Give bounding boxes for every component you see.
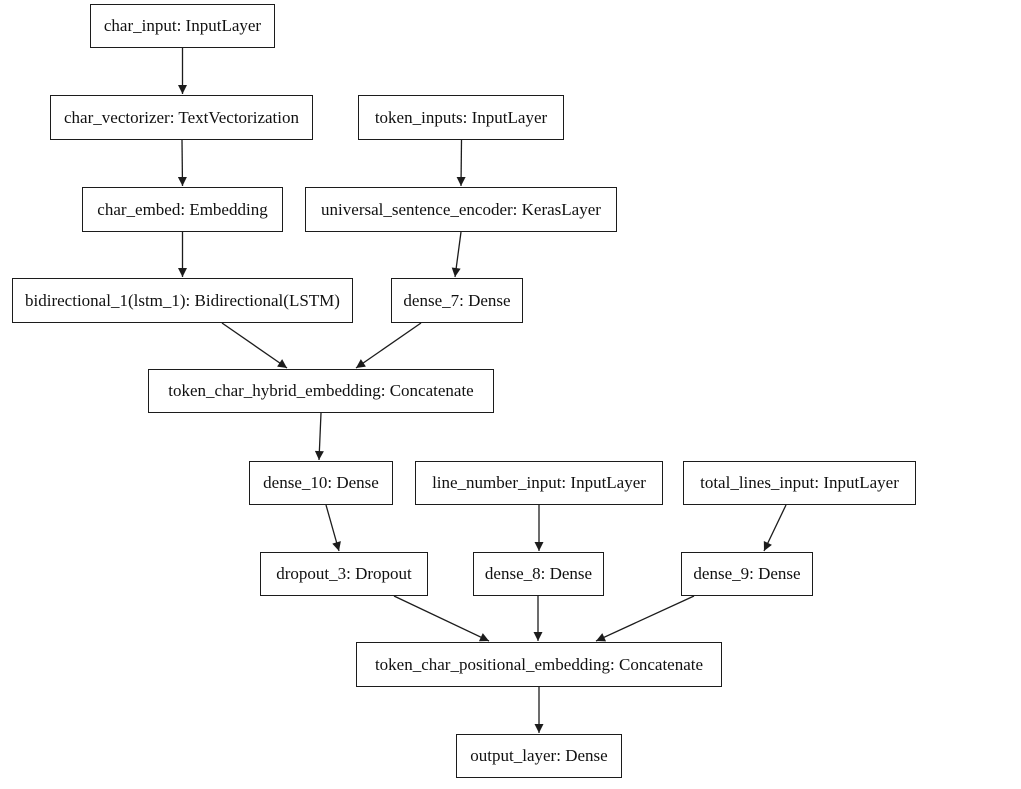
node-token-char-hybrid-embedding-label: token_char_hybrid_embedding: Concatenate — [168, 381, 474, 400]
node-char-input-label: char_input: InputLayer — [103, 16, 262, 35]
node-total-lines-input: total_lines_input: InputLayer — [683, 461, 916, 505]
node-dense-7: dense_7: Dense — [391, 278, 523, 323]
node-universal-sentence-encoder-label: universal_sentence_encoder: KerasLayer — [321, 199, 601, 219]
node-dropout-3: dropout_3: Dropout — [260, 552, 428, 596]
node-dense-9-label: dense_9: Dense — [693, 564, 801, 583]
node-dense-7-label: dense_7: Dense — [403, 290, 511, 310]
node-dense-10: dense_10: Dense — [249, 461, 393, 505]
node-char-vectorizer: char_vectorizer: TextVectorization — [50, 95, 313, 140]
edge-dense-7-to-hybrid — [355, 322, 422, 369]
node-line-number-input: line_number_input: InputLayer — [415, 461, 663, 505]
node-token-char-positional-embedding: token_char_positional_embedding: Concate… — [356, 642, 722, 687]
node-output-layer-label: output_layer: Dense — [470, 746, 608, 765]
node-token-char-hybrid-embedding: token_char_hybrid_embedding: Concatenate — [148, 369, 494, 413]
edge-dense-9-to-positional — [595, 595, 695, 642]
node-token-inputs: token_inputs: InputLayer — [358, 95, 564, 140]
node-output-layer: output_layer: Dense — [456, 734, 622, 778]
node-total-lines-input-label: total_lines_input: InputLayer — [700, 473, 899, 492]
edge-dense-10-to-dropout-3 — [325, 504, 341, 552]
node-universal-sentence-encoder: universal_sentence_encoder: KerasLayer — [305, 187, 617, 232]
node-char-embed-label: char_embed: Embedding — [97, 199, 268, 219]
edge-use-to-dense-7 — [451, 231, 462, 278]
node-dense-8-label: dense_8: Dense — [484, 564, 593, 583]
node-line-number-input-label: line_number_input: InputLayer — [432, 473, 646, 492]
node-char-input: char_input: InputLayer — [90, 4, 275, 48]
edge-bidirectional-to-hybrid — [221, 322, 288, 369]
node-token-inputs-label: token_inputs: InputLayer — [374, 107, 548, 127]
edge-token-inputs-to-use — [456, 139, 466, 187]
edge-hybrid-to-dense-10 — [314, 412, 324, 461]
node-dense-9: dense_9: Dense — [681, 552, 813, 596]
node-dense-10-label: dense_10: Dense — [263, 473, 379, 492]
node-dropout-3-label: dropout_3: Dropout — [276, 564, 412, 583]
edge-char-vectorizer-to-char-embed — [177, 139, 187, 187]
node-bidirectional-1-label: bidirectional_1(lstm_1): Bidirectional(L… — [25, 290, 340, 310]
edge-total-lines-input-to-dense-9 — [763, 504, 787, 552]
node-char-vectorizer-label: char_vectorizer: TextVectorization — [64, 107, 299, 127]
node-dense-8: dense_8: Dense — [473, 552, 604, 596]
edge-dropout-3-to-positional — [393, 595, 490, 642]
node-token-char-positional-embedding-label: token_char_positional_embedding: Concate… — [374, 654, 704, 674]
node-bidirectional-1: bidirectional_1(lstm_1): Bidirectional(L… — [12, 278, 353, 323]
node-char-embed: char_embed: Embedding — [82, 187, 283, 232]
